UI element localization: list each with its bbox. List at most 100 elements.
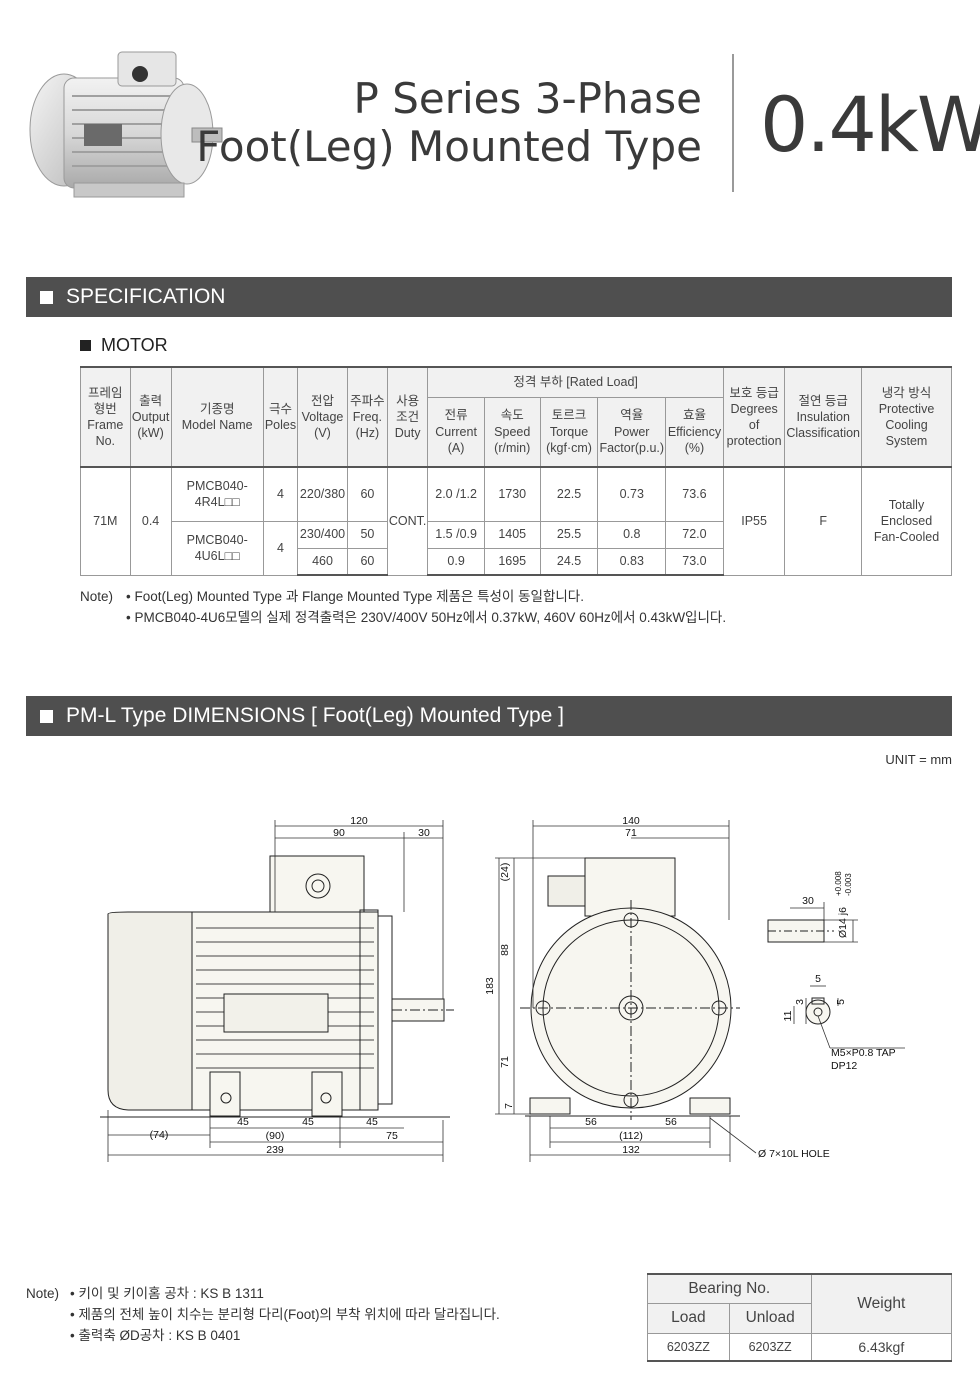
spec-notes: Note) • Foot(Leg) Mounted Type 과 Flange M… (80, 586, 726, 628)
cell-load-bearing: 6203ZZ (647, 1332, 730, 1362)
cell-voltage: 220/380 (297, 466, 348, 522)
square-bullet-icon (40, 709, 53, 723)
motor-subheading: MOTOR (80, 335, 168, 356)
dim-front-112: (112) (619, 1130, 643, 1142)
note-text: • 키이 및 키이홈 공차 : KS B 1311 (70, 1286, 264, 1301)
subheading-label: MOTOR (101, 335, 168, 355)
dim-key-5b: 5 (835, 999, 847, 1005)
cell-protection: IP55 (722, 466, 786, 576)
cell-current: 2.0 /1.2 (427, 466, 485, 522)
cell-poles: 4 (262, 520, 299, 576)
dimension-drawing: 120 90 30 (74) 45 45 45 (90) 75 239 (100, 815, 905, 1162)
note-text: • Foot(Leg) Mounted Type 과 Flange Mounte… (126, 589, 584, 604)
dim-side-90: (90) (266, 1130, 285, 1142)
note-text: • 제품의 전체 높이 치수는 분리형 다리(Foot)의 부착 위치에 따라 … (70, 1307, 500, 1322)
cell-eff: 73.0 (665, 547, 724, 576)
section-heading: SPECIFICATION (66, 285, 226, 308)
title-line-2: Foot(Leg) Mounted Type (196, 122, 702, 171)
dim-shaft-dia: Ø14 j6 (837, 907, 849, 938)
dim-side-top-right: 30 (418, 827, 430, 839)
cell-voltage: 460 (297, 547, 348, 576)
dim-key-width: 5 (815, 973, 821, 985)
cell-poles: 4 (262, 466, 299, 522)
cell-current: 0.9 (427, 547, 485, 576)
dim-front-183: 183 (484, 977, 496, 995)
square-bullet-icon (80, 340, 91, 351)
dim-front-56a: 56 (585, 1116, 597, 1128)
header-bearing-no: Bearing No. (647, 1273, 812, 1304)
dim-front-56b: 56 (665, 1116, 677, 1128)
dim-side-74: (74) (150, 1129, 169, 1141)
power-rating: 0.4kW (760, 80, 980, 169)
table-row: 71M 0.4 PMCB040-4R4L□□ 4 220/380 60 CONT… (80, 466, 952, 576)
bottom-notes: Note) • 키이 및 키이홈 공차 : KS B 1311 • 제품의 전체 … (26, 1283, 500, 1346)
cell-freq: 60 (346, 466, 388, 522)
section-heading: PM-L Type DIMENSIONS [ Foot(Leg) Mounted… (66, 704, 564, 727)
cell-output: 0.4 (129, 466, 172, 576)
cell-insulation: F (784, 466, 863, 576)
cell-voltage: 230/400 (297, 520, 348, 549)
cell-model: PMCB040-4R4L□□ (170, 466, 264, 522)
motor-photo (29, 51, 223, 198)
cell-unload-bearing: 6203ZZ (728, 1332, 812, 1362)
shaft-detail (767, 902, 905, 1049)
cell-pf: 0.8 (597, 520, 667, 549)
unit-label: UNIT = mm (885, 752, 952, 767)
dim-depth: DP12 (831, 1060, 857, 1072)
note-label: Note) (26, 1286, 60, 1301)
header-weight: Weight (810, 1273, 953, 1334)
dim-front-140: 140 (622, 815, 640, 827)
note-label: Note) (80, 589, 114, 604)
cell-speed: 1695 (483, 547, 541, 576)
dim-front-88: 88 (499, 944, 511, 956)
cell-speed: 1405 (483, 520, 541, 549)
note-line: • 출력축 ØD공차 : KS B 0401 (26, 1325, 500, 1346)
note-line: • 제품의 전체 높이 치수는 분리형 다리(Foot)의 부착 위치에 따라 … (26, 1304, 500, 1325)
dim-key-3: 3 (794, 999, 806, 1005)
cell-duty: CONT. (386, 466, 429, 576)
dim-key-11: 11 (782, 1010, 794, 1021)
dim-side-top-total: 120 (350, 815, 368, 827)
dim-side-75: 75 (386, 1130, 398, 1142)
dim-side-45a: 45 (237, 1116, 249, 1128)
cell-freq: 60 (346, 547, 388, 576)
title-divider (732, 54, 734, 192)
cell-speed: 1730 (483, 466, 541, 522)
dim-front-71-vert: 71 (499, 1056, 511, 1068)
header-rated-load: 정격 부하 [Rated Load] (427, 366, 724, 398)
cell-torque: 22.5 (539, 466, 599, 522)
note-line: Note) • 키이 및 키이홈 공차 : KS B 1311 (26, 1283, 500, 1304)
dim-front-24: (24) (499, 863, 511, 882)
table-row: 460 60 0.9 1695 24.5 0.83 73.0 (81, 547, 952, 576)
cell-current: 1.5 /0.9 (427, 520, 485, 549)
dim-side-239: 239 (266, 1144, 284, 1156)
front-view (495, 820, 757, 1162)
dim-front-71: 71 (625, 827, 637, 839)
table-row: PMCB040-4U6L□□ 4 230/400 50 1.5 /0.9 140… (81, 520, 952, 576)
cell-pf: 0.83 (597, 547, 667, 576)
cell-weight: 6.43kgf (810, 1332, 953, 1362)
cell-pf: 0.73 (597, 466, 667, 522)
dim-shaft-length: 30 (802, 895, 814, 907)
dim-side-45b: 45 (302, 1116, 314, 1128)
cell-eff: 73.6 (665, 466, 724, 522)
dim-shaft-tol-upper: +0.008 (834, 871, 843, 896)
note-line: • PMCB040-4U6모델의 실제 정격출력은 230V/400V 50Hz… (80, 607, 726, 628)
note-line: Note) • Foot(Leg) Mounted Type 과 Flange M… (80, 586, 726, 607)
note-text: • PMCB040-4U6모델의 실제 정격출력은 230V/400V 50Hz… (126, 610, 727, 625)
dim-front-132: 132 (622, 1144, 640, 1156)
title-line-1: P Series 3-Phase (353, 74, 702, 123)
